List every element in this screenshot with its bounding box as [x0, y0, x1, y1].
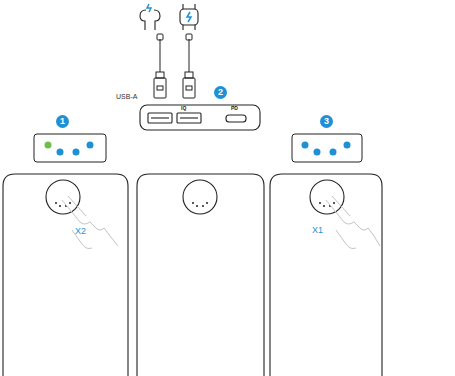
- power-bank-top: [140, 105, 260, 130]
- power-bank-left: [3, 174, 128, 376]
- lightning-plug: [186, 34, 192, 40]
- hand-icon: [62, 196, 118, 249]
- cable-boot: [156, 72, 164, 78]
- power-bank-middle: [137, 174, 264, 376]
- power-bank-right: [270, 174, 382, 376]
- port-name: PD: [231, 106, 238, 111]
- hand-icons: [62, 196, 380, 249]
- usb-a-plug-window: [186, 86, 192, 90]
- callout-number: 1: [56, 115, 69, 128]
- cables: [154, 34, 195, 98]
- usb-a-port: [177, 113, 201, 123]
- press-count: X2: [75, 227, 86, 236]
- press-count: X1: [312, 226, 323, 235]
- callout-number: 3: [320, 115, 333, 128]
- cable-boot: [185, 72, 193, 78]
- port-tongue: [180, 117, 198, 118]
- usb-a-plug: [154, 78, 166, 98]
- port-name: IQ: [181, 106, 186, 111]
- cable: [189, 39, 190, 72]
- lightning-plug: [157, 34, 163, 40]
- led-indicator-right: [292, 134, 362, 162]
- port-name: USB-A: [116, 93, 137, 100]
- cable: [160, 39, 161, 72]
- port-tongue: [151, 117, 169, 118]
- usb-a-plug: [183, 78, 195, 98]
- usb-a-plug-window: [157, 86, 163, 90]
- earbuds-icon: [140, 4, 160, 30]
- power-button: [183, 180, 217, 214]
- usb-a-port: [148, 113, 172, 123]
- usb-c-port: [226, 115, 246, 122]
- button-dots: [55, 202, 335, 207]
- hand-icon: [326, 196, 380, 249]
- power-bank-top-view: [140, 105, 260, 130]
- watch-icon: [180, 4, 198, 30]
- power-button: [46, 180, 80, 214]
- power-bank-panels: [3, 174, 382, 376]
- callout-number: 2: [214, 86, 227, 99]
- power-button: [310, 180, 344, 214]
- led-indicator-left: [34, 134, 106, 162]
